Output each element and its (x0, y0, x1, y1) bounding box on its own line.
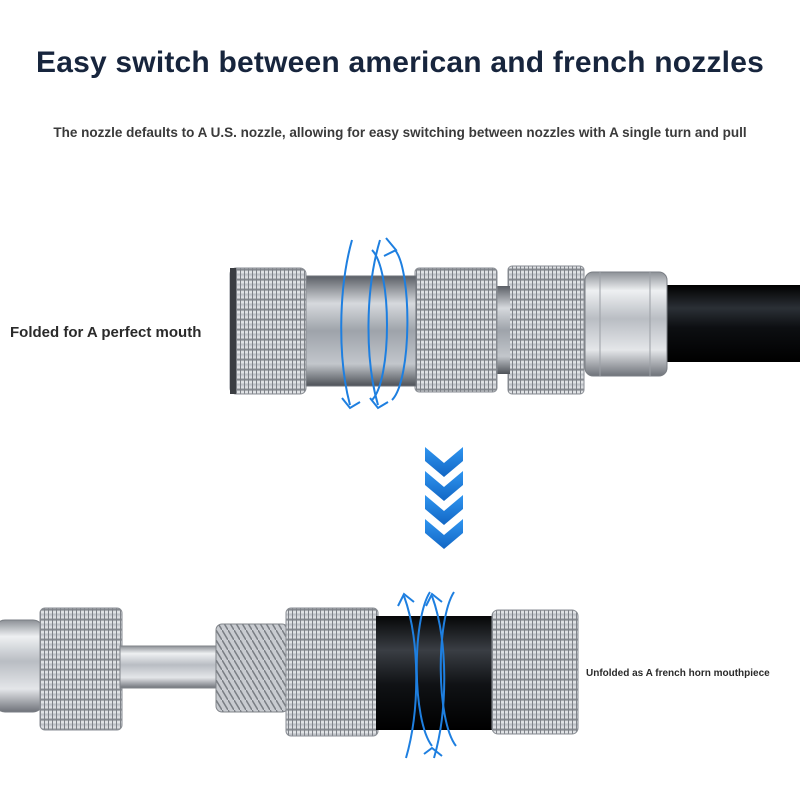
triple-chevron-down-icon (425, 447, 463, 549)
unfolded-state-label: Unfolded as A french horn mouthpiece (586, 668, 770, 679)
unfolded-nozzle (0, 607, 579, 737)
page-subtitle: The nozzle defaults to A U.S. nozzle, al… (53, 125, 747, 140)
rotation-arrow-icon (397, 591, 457, 759)
page-title: Easy switch between american and french … (36, 46, 764, 79)
folded-nozzle (229, 265, 800, 395)
folded-state-label: Folded for A perfect mouth (10, 324, 202, 341)
rotation-arrow-icon (340, 237, 409, 410)
